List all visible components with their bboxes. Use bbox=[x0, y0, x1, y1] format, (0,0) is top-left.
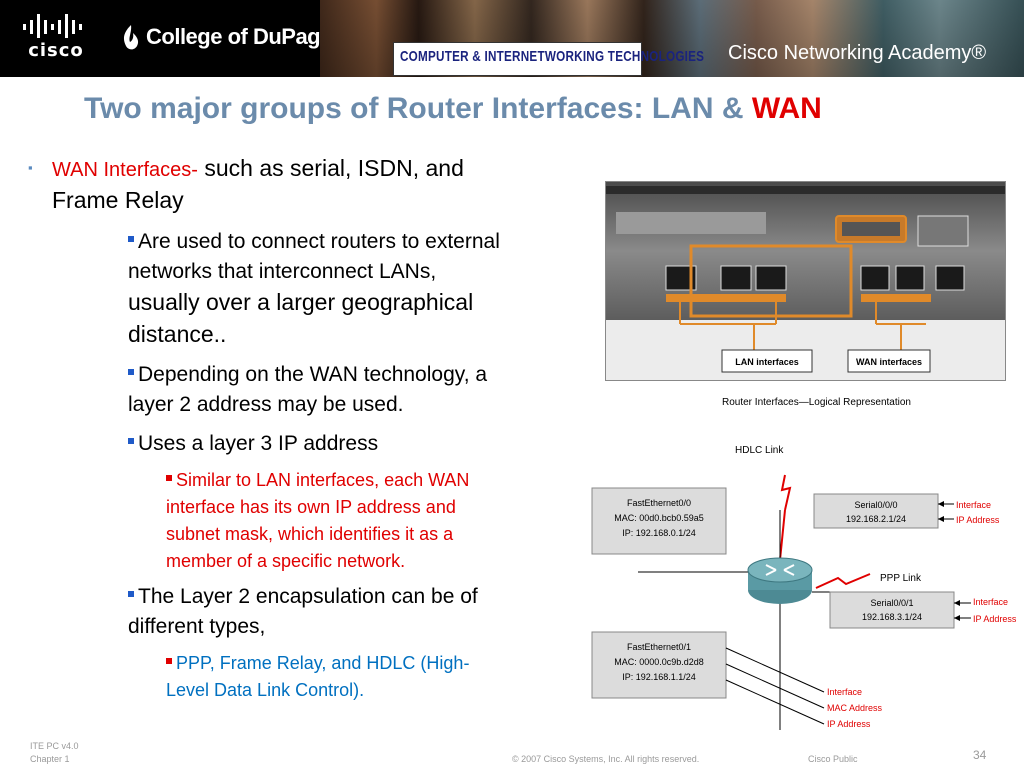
sub-bullet-3-line1: Uses a layer 3 IP address bbox=[138, 432, 379, 455]
bullet-square-icon bbox=[166, 475, 172, 482]
fe01-mac: MAC: 0000.0c9b.d2d8 bbox=[614, 657, 704, 667]
s001-name: Serial0/0/1 bbox=[870, 598, 913, 608]
fe01-name: FastEthernet0/1 bbox=[627, 642, 691, 652]
fe01-ip-pointer bbox=[725, 679, 825, 725]
wan-interfaces-label: WAN interfaces bbox=[856, 357, 922, 367]
s001-ip: 192.168.3.1/24 bbox=[862, 612, 922, 622]
router-logical-diagram: Router Interfaces—Logical Representation… bbox=[591, 397, 1017, 730]
fe00-box bbox=[591, 487, 727, 555]
cisco-bars-icon bbox=[23, 14, 82, 38]
fe00-mac: MAC: 00d0.bcb0.59a5 bbox=[614, 513, 704, 523]
sub-bullet-1: Are used to connect routers to external … bbox=[128, 227, 598, 287]
sub-bullet-2: Depending on the WAN technology, a layer… bbox=[128, 360, 487, 420]
sub-bullet-1-line2: networks that interconnect LANs, bbox=[128, 260, 437, 283]
bullet-1-marker: ▪ bbox=[28, 160, 33, 175]
router-photo: LAN interfaces WAN interfaces bbox=[605, 181, 1006, 381]
fe01-mac-pointer bbox=[725, 663, 825, 709]
bullet-square-icon bbox=[128, 236, 134, 243]
lan-interfaces-label: LAN interfaces bbox=[735, 357, 799, 367]
fe01-interface-label: Interface bbox=[827, 687, 862, 697]
sub-bullet-2-line2: layer 2 address may be used. bbox=[128, 393, 404, 416]
tertiary-bullet-2-line2: Level Data Link Control). bbox=[166, 680, 365, 700]
fe01-box bbox=[591, 631, 727, 699]
router-top-icon bbox=[747, 557, 813, 583]
fe01-mac-label: MAC Address bbox=[827, 703, 883, 713]
hdlc-link-label: HDLC Link bbox=[735, 445, 784, 456]
sub-bullet-4: The Layer 2 encapsulation can be of diff… bbox=[128, 582, 478, 642]
footer-copyright: © 2007 Cisco Systems, Inc. All rights re… bbox=[512, 754, 700, 764]
arrowhead-icon bbox=[954, 600, 960, 606]
cisco-wordmark: cisco bbox=[28, 40, 84, 61]
s001-interface-label: Interface bbox=[973, 597, 1008, 607]
sub-bullet-1-line4: distance.. bbox=[128, 321, 227, 347]
fe00-ip: IP: 192.168.0.1/24 bbox=[622, 528, 696, 538]
tertiary-bullet-2-line1: PPP, Frame Relay, and HDLC (High- bbox=[176, 653, 470, 673]
s001-box bbox=[829, 591, 955, 629]
sub-bullet-1-line1: Are used to connect routers to external bbox=[138, 230, 500, 253]
footer-chapter: Chapter 1 bbox=[30, 754, 70, 764]
router-back-panel-image: LAN interfaces WAN interfaces bbox=[606, 182, 1005, 380]
bullet-square-icon bbox=[128, 369, 134, 376]
academy-name: Cisco Networking Academy® bbox=[728, 42, 987, 64]
sub-bullet-3: Uses a layer 3 IP address bbox=[128, 429, 378, 459]
fe01-ip: IP: 192.168.1.1/24 bbox=[622, 672, 696, 682]
s000-ipaddr-label: IP Address bbox=[956, 515, 1000, 525]
s000-name: Serial0/0/0 bbox=[854, 500, 897, 510]
arrowhead-icon bbox=[938, 501, 944, 507]
s000-box bbox=[813, 493, 939, 529]
s001-ipaddr-label: IP Address bbox=[973, 614, 1017, 624]
arrowhead-icon bbox=[938, 516, 944, 522]
program-badge bbox=[393, 42, 642, 76]
s000-interface-label: Interface bbox=[956, 500, 991, 510]
ppp-link-line bbox=[815, 573, 871, 589]
slide-title: Two major groups of Router Interfaces: L… bbox=[84, 92, 822, 126]
fe00-name: FastEthernet0/0 bbox=[627, 498, 691, 508]
bullet-square-icon bbox=[128, 438, 134, 445]
college-flame-icon bbox=[123, 25, 139, 50]
s000-ip: 192.168.2.1/24 bbox=[846, 514, 906, 524]
college-name: College of DuPage bbox=[146, 24, 332, 49]
program-name: COMPUTER & INTERNETWORKING TECHNOLOGIES bbox=[400, 48, 705, 65]
bullet-square-icon bbox=[166, 658, 172, 665]
college-logo-area bbox=[108, 0, 320, 77]
bullet-1-line2: Frame Relay bbox=[52, 187, 184, 213]
hdlc-link-line bbox=[780, 474, 792, 511]
ppp-link-label: PPP Link bbox=[880, 573, 922, 584]
diagram-caption: Router Interfaces—Logical Representation bbox=[722, 397, 911, 408]
page-number: 34 bbox=[973, 748, 987, 762]
arrowhead-icon bbox=[954, 615, 960, 621]
sub-bullet-2-line1: Depending on the WAN technology, a bbox=[138, 363, 488, 386]
title-highlight: WAN bbox=[751, 92, 822, 125]
footer-course: ITE PC v4.0 bbox=[30, 741, 79, 751]
sub-bullet-4-line2: different types, bbox=[128, 615, 266, 638]
tertiary-bullet-1-line1: Similar to LAN interfaces, each WAN bbox=[176, 470, 470, 490]
sub-bullet-4-line1: The Layer 2 encapsulation can be of bbox=[138, 585, 478, 608]
hdlc-link-lead bbox=[779, 509, 786, 561]
bullet-1-red: WAN Interfaces- bbox=[52, 159, 198, 181]
footer-classification: Cisco Public bbox=[808, 754, 858, 764]
bullet-1-text: such as serial, ISDN, and bbox=[197, 155, 464, 181]
title-main: Two major groups of Router Interfaces: L… bbox=[84, 92, 752, 125]
tertiary-bullet-2: PPP, Frame Relay, and HDLC (High- Level … bbox=[166, 650, 469, 704]
tertiary-bullet-1-line4: member of a specific network. bbox=[166, 551, 406, 571]
cisco-logo: cisco bbox=[0, 0, 108, 77]
sub-bullet-1-cont: usually over a larger geographical dista… bbox=[128, 286, 473, 350]
tertiary-bullet-1-line2: interface has its own IP address and bbox=[166, 497, 456, 517]
tertiary-bullet-1-line3: subnet mask, which identifies it as a bbox=[166, 524, 454, 544]
tertiary-bullet-1: Similar to LAN interfaces, each WAN inte… bbox=[166, 467, 469, 575]
bullet-square-icon bbox=[128, 591, 134, 598]
sub-bullet-1-line3: usually over a larger geographical bbox=[128, 289, 474, 315]
bullet-1: WAN Interfaces- such as serial, ISDN, an… bbox=[52, 152, 464, 186]
fe01-ip-label: IP Address bbox=[827, 719, 871, 729]
router-arrows-icon bbox=[765, 564, 795, 576]
fe01-interface-pointer bbox=[725, 647, 825, 693]
